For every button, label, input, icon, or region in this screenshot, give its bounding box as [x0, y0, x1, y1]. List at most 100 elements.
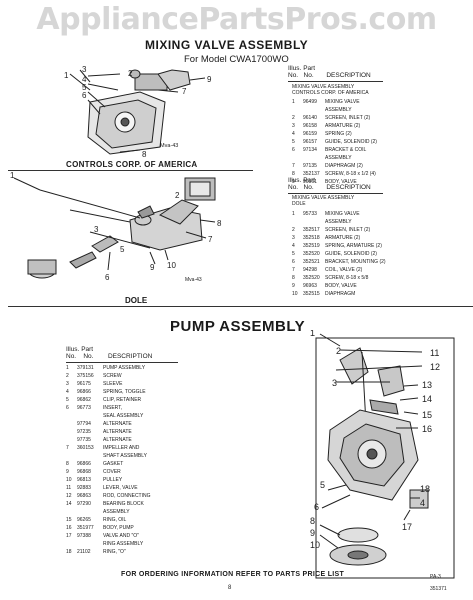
table-row: 4 96866 SPRING, TOGGLE — [66, 388, 151, 396]
table-row: ASSEMBLY — [292, 154, 377, 162]
description-cell: ARMATURE (2) — [325, 123, 361, 129]
description-cell: GASKET — [103, 461, 124, 467]
part-no-cell: 352515 — [303, 291, 320, 297]
illus-no-cell: 3 — [66, 381, 69, 387]
illus-no-cell: 10 — [292, 291, 298, 297]
controls-table-header: Illus. Part No. No. DESCRIPTION — [288, 65, 371, 79]
description-cell: IMPELLER AND — [103, 445, 140, 451]
description-cell: RING ASSEMBLY — [103, 541, 144, 547]
illus-no-cell: 4 — [66, 389, 69, 395]
description-cell: VALVE AND "O" — [103, 533, 139, 539]
controls-header-rule — [288, 81, 383, 82]
illus-no-cell: 5 — [292, 251, 295, 257]
illus-no-cell: 10 — [66, 477, 72, 483]
part-no-cell — [303, 106, 325, 114]
part-no-cell: 96161 — [303, 179, 317, 185]
description-cell: SCREW, 8-18 x 5/8 — [325, 275, 369, 281]
pump-assembly-diagram: 1 11 2 12 3 13 14 15 16 5 6 18 4 17 8 9 … — [310, 330, 455, 579]
illus-no-cell — [66, 508, 77, 516]
illus-no-cell: 6 — [66, 405, 69, 411]
svg-text:4: 4 — [420, 498, 425, 508]
part-no-cell: 97735 — [77, 437, 91, 443]
svg-text:2: 2 — [128, 69, 133, 78]
svg-text:1: 1 — [310, 330, 315, 338]
illus-no-cell — [292, 106, 303, 114]
part-no-cell: 94298 — [303, 267, 317, 273]
table-row: 12 96863 ROD, CONNECTING — [66, 492, 151, 500]
table-row: ASSEMBLY — [292, 106, 377, 114]
part-no-cell — [303, 218, 325, 226]
illus-no-cell: 12 — [66, 493, 72, 499]
description-cell: ROD, CONNECTING — [103, 493, 151, 499]
svg-text:6: 6 — [82, 91, 87, 100]
illus-no-cell: 7 — [66, 445, 69, 451]
part-no-cell: 95733 — [303, 211, 317, 217]
controls-table-heading: MIXING VALVE ASSEMBLY CONTROLS CORP. OF … — [292, 84, 369, 96]
description-cell: RING, OIL — [103, 517, 127, 523]
illus-no-cell: 3 — [292, 123, 295, 129]
part-no-cell: 96866 — [77, 389, 91, 395]
description-cell: SLEEVE — [103, 381, 123, 387]
illus-no-cell: 2 — [66, 373, 69, 379]
part-no-cell: 351977 — [77, 525, 94, 531]
description-cell: PULLEY — [103, 477, 123, 483]
part-no-cell: 352137 — [303, 171, 320, 177]
illus-no-cell: 2 — [292, 115, 295, 121]
part-no-cell — [77, 412, 103, 420]
part-no-cell: 96863 — [77, 493, 91, 499]
watermark: AppliancePartsPros.com — [36, 2, 437, 37]
table-row: SHAFT ASSEMBLY — [66, 452, 151, 460]
part-no-cell: 352517 — [303, 227, 320, 233]
description-cell: ALTERNATE — [103, 421, 132, 427]
table-row: RING ASSEMBLY — [66, 540, 151, 548]
illus-no-cell: 4 — [292, 131, 295, 137]
illus-no-cell: 7 — [292, 163, 295, 169]
illus-no-cell: 1 — [66, 365, 69, 371]
svg-text:2: 2 — [336, 346, 341, 356]
description-cell: SCREEN, INLET (2) — [325, 115, 371, 121]
description-cell: SPRING, TOGGLE — [103, 389, 146, 395]
part-no-cell: 96773 — [77, 405, 91, 411]
svg-text:1: 1 — [64, 71, 69, 80]
svg-text:8: 8 — [142, 150, 147, 159]
dole-valve-diagram: 1 2 8 7 10 9 6 3 5 — [10, 171, 222, 282]
svg-text:1: 1 — [10, 171, 15, 180]
description-cell: COVER — [103, 469, 121, 475]
svg-text:12: 12 — [430, 362, 440, 372]
part-no-cell: 96175 — [77, 381, 91, 387]
illus-no-cell: 8 — [292, 171, 295, 177]
svg-text:2: 2 — [175, 191, 180, 200]
illus-no-cell — [66, 428, 77, 436]
svg-text:7: 7 — [182, 87, 187, 96]
description-cell: COIL, VALVE (2) — [325, 267, 363, 273]
part-no-cell: 96140 — [303, 115, 317, 121]
part-no-cell: 375156 — [77, 373, 94, 379]
svg-text:17: 17 — [402, 522, 412, 532]
table-row: 2 96140 SCREEN, INLET (2) — [292, 114, 377, 122]
part-no-cell: 97135 — [303, 163, 317, 169]
svg-text:13: 13 — [422, 380, 432, 390]
svg-text:9: 9 — [207, 75, 212, 84]
part-no-cell: 92883 — [77, 485, 91, 491]
svg-text:8: 8 — [217, 219, 222, 228]
svg-text:16: 16 — [422, 424, 432, 434]
part-no-cell: 97794 — [77, 421, 91, 427]
